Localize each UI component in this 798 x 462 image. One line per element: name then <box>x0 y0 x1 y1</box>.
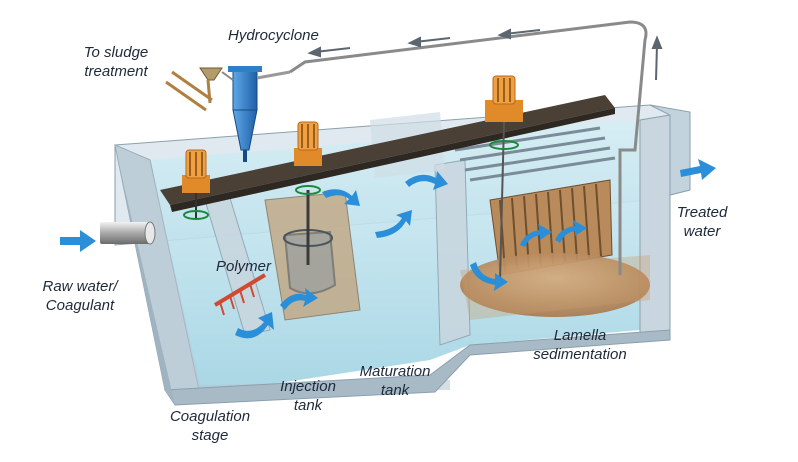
flow-arrow-lamella-1 <box>470 262 508 291</box>
label-raw-water-line1: Raw water/ <box>42 278 118 295</box>
label-lamella-line1: Lamella <box>553 327 607 344</box>
label-polymer: Polymer <box>216 258 272 275</box>
flow-arrow-lamella-3 <box>555 220 587 243</box>
label-treated-line1: Treated <box>676 204 728 221</box>
inlet-arrow <box>60 230 96 252</box>
label-raw-water-line2: Coagulant <box>45 297 115 314</box>
flow-arrow-maturation-1 <box>375 210 412 238</box>
label-maturation-line1: Maturation <box>359 363 431 380</box>
label-coagulation-line2: stage <box>191 427 229 444</box>
raw-water-inlet-pipe <box>100 221 156 245</box>
mixer-motor-injection <box>294 121 322 195</box>
flow-arrow-maturation-2 <box>405 171 448 190</box>
polymer-manifold <box>213 273 267 316</box>
flow-arrow-injection-2 <box>322 189 360 206</box>
label-coagulation-line1: Coagulation <box>169 408 251 425</box>
mixer-motor-coagulation <box>182 149 210 220</box>
label-maturation-line2: tank <box>380 382 410 399</box>
flow-arrow-lamella-2 <box>520 224 552 247</box>
flow-arrow-injection-1 <box>280 288 318 310</box>
sludge-pipes <box>165 70 213 112</box>
label-to-sludge-line1: To sludge <box>83 44 149 61</box>
hydrocyclone-unit <box>199 66 291 162</box>
recirculation-arrows <box>307 28 663 81</box>
label-treated-line2: water <box>683 223 721 240</box>
label-hydrocyclone: Hydrocyclone <box>228 27 319 44</box>
outlet-arrow <box>680 159 716 180</box>
label-injection-line1: Injection <box>280 378 336 395</box>
recirculation-pipe <box>289 20 648 275</box>
injection-draft-tube <box>283 190 337 295</box>
lamella-pack <box>454 126 650 320</box>
label-injection-line2: tank <box>293 397 323 414</box>
scraper-motor-lamella <box>485 75 523 281</box>
flow-arrows <box>60 159 716 339</box>
label-lamella-line2: sedimentation <box>533 346 627 363</box>
label-to-sludge-line2: treatment <box>84 63 148 80</box>
flow-arrow-coagulation <box>235 312 274 339</box>
